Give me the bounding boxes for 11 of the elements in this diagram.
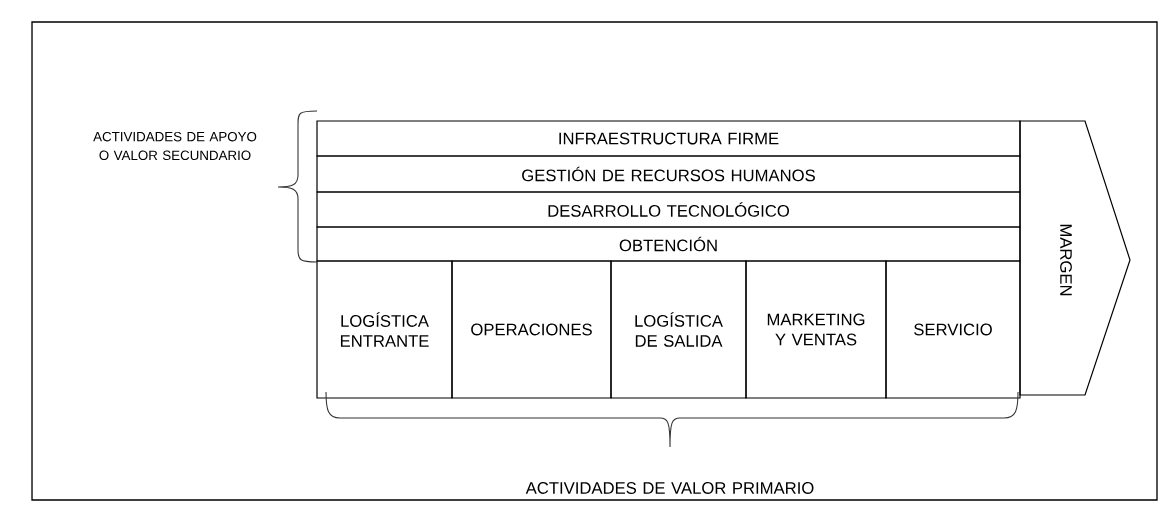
primary-activity-cell: LOGÍSTICA DE SALIDA <box>610 260 747 399</box>
group-label: ACTIVIDADES DE APOYO O VALOR SECUNDARIO <box>93 131 257 161</box>
primary-activity-cell: SERVICIO <box>885 260 1021 399</box>
support-activity-band: OBTENCIÓN <box>316 226 1021 262</box>
support-activity-band: GESTIÓN DE RECURSOS HUMANOS <box>316 155 1021 193</box>
support-activity-band: INFRAESTRUCTURA FIRME <box>316 120 1021 157</box>
primary-activity-cell: LOGÍSTICA ENTRANTE <box>316 260 453 399</box>
group-label: ACTIVIDADES DE VALOR PRIMARIO <box>525 482 814 494</box>
primary-activity-cell: MARKETING Y VENTAS <box>745 260 887 399</box>
support-activity-band: DESARROLLO TECNOLÓGICO <box>316 191 1021 228</box>
primary-activity-cell: OPERACIONES <box>451 260 612 399</box>
